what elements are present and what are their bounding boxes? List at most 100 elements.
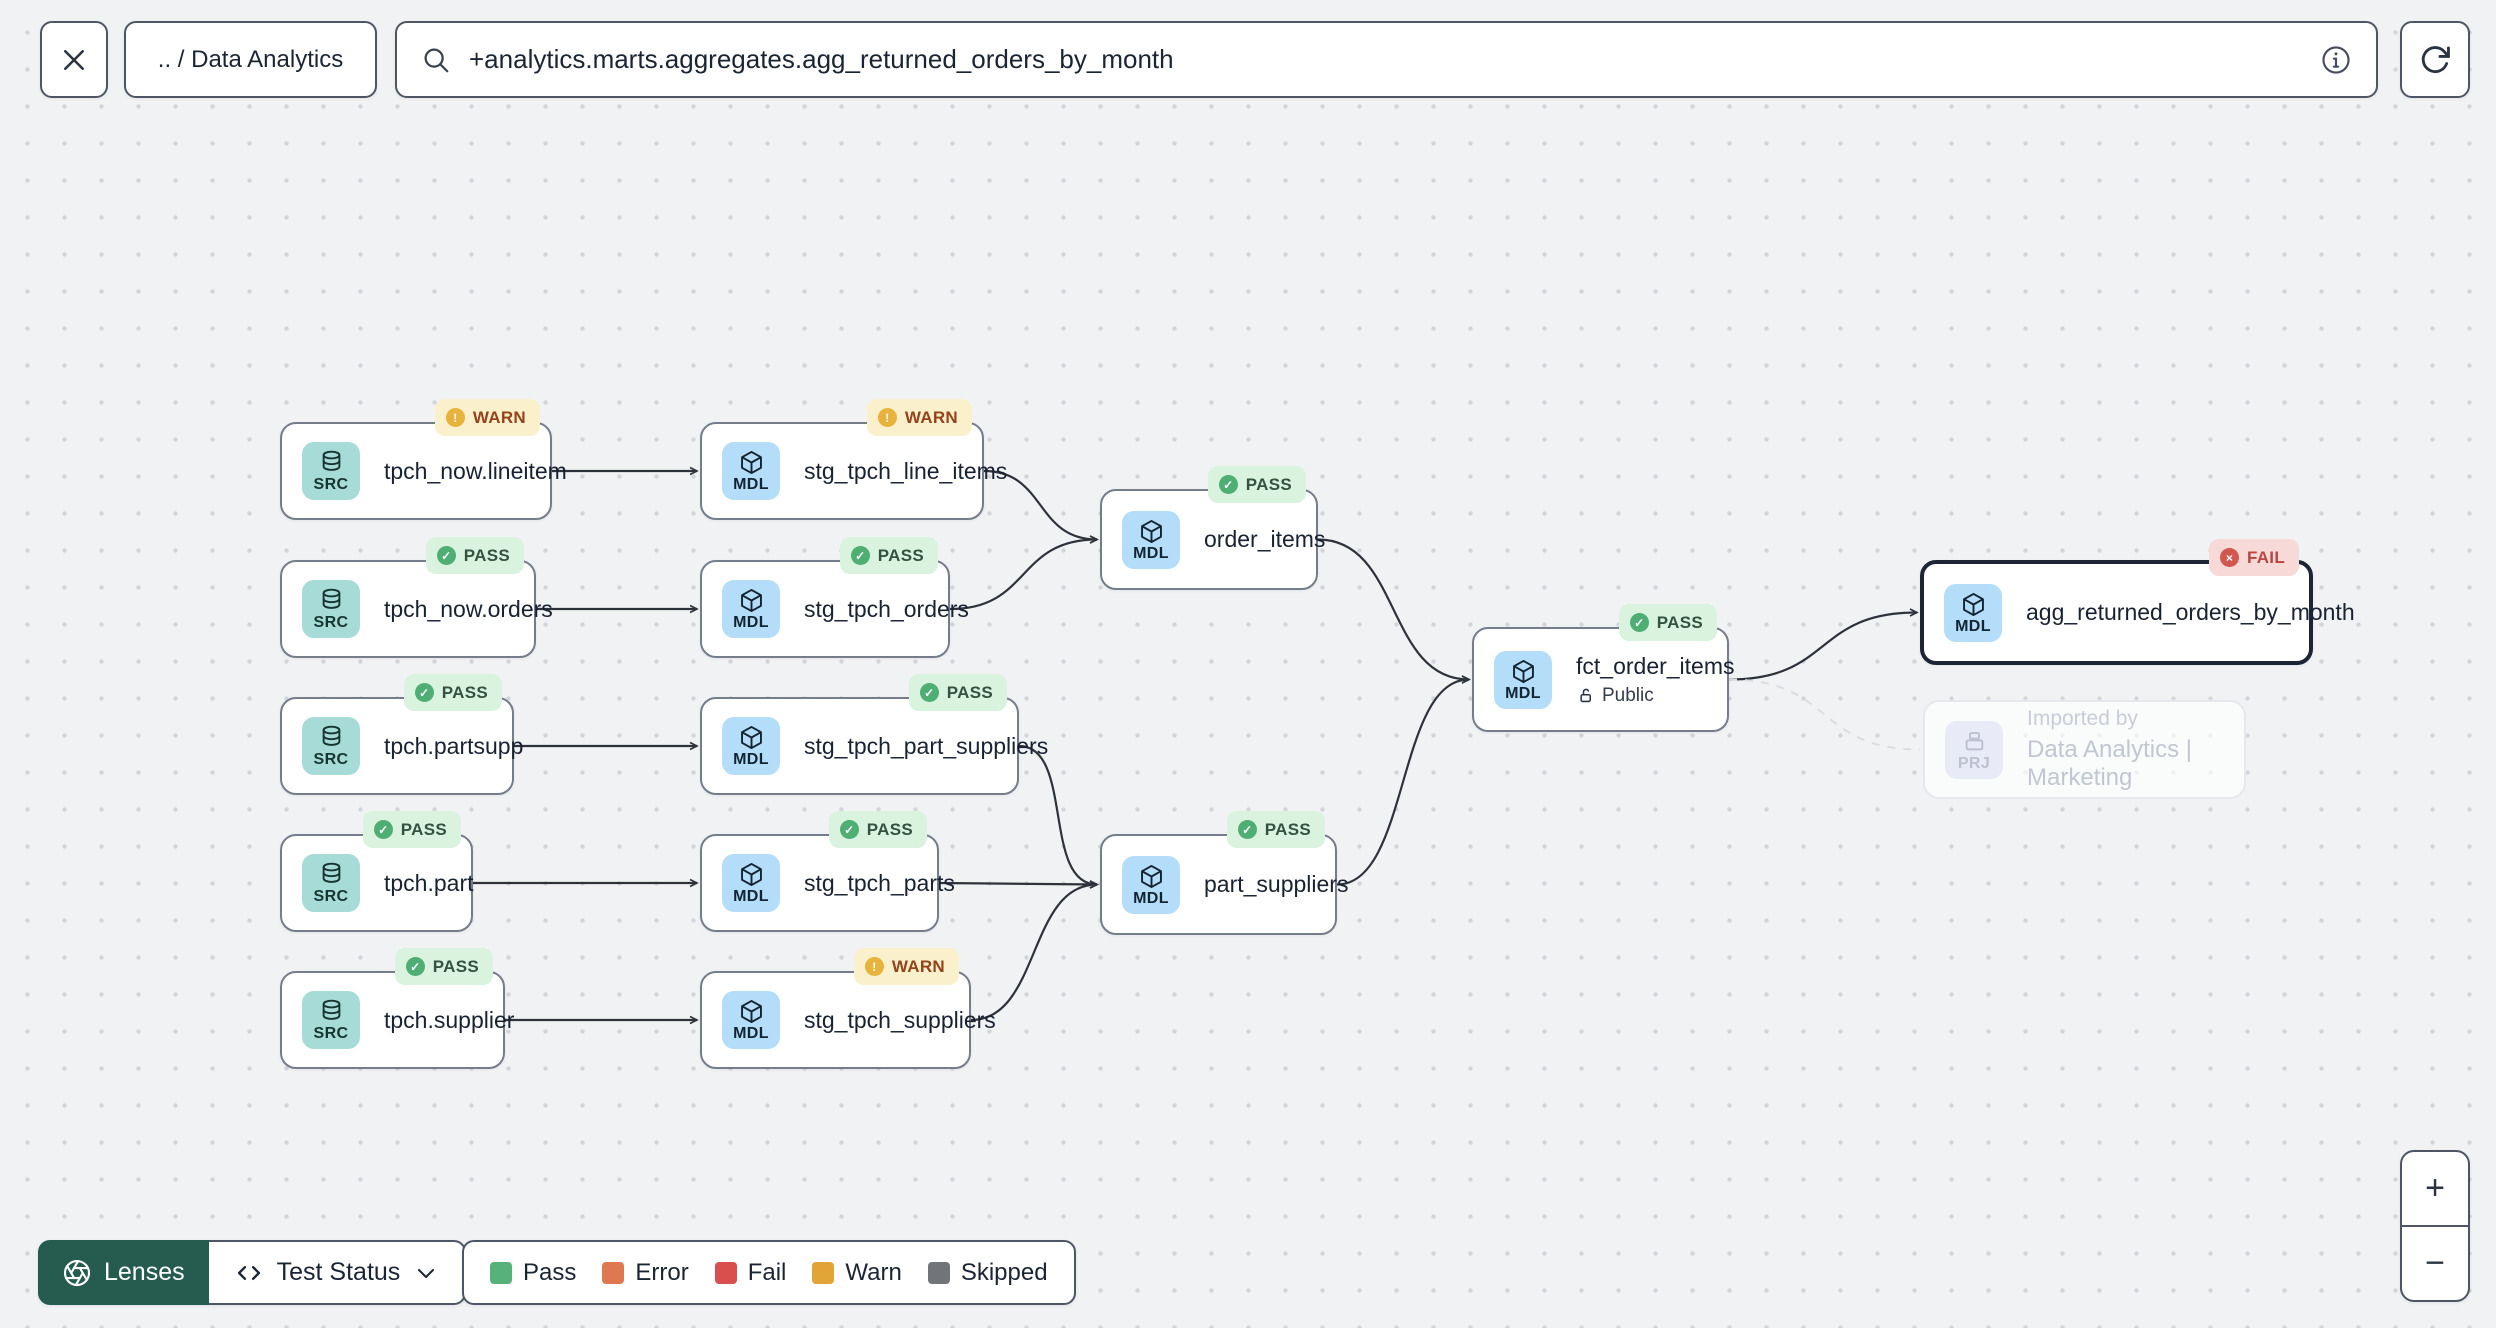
- status-badge-warn: !WARN: [853, 948, 959, 985]
- edge-part_suppliers-to-fct_order_items: [1336, 675, 1471, 886]
- edge-fct_order_items-to-agg_returned: [1728, 608, 1919, 681]
- lenses-button[interactable]: Lenses: [38, 1240, 209, 1305]
- chevron-down-icon: [414, 1261, 438, 1285]
- node-ghost-line: Data Analytics | Marketing: [2027, 736, 2192, 791]
- badge-warn-icon: !: [877, 408, 897, 427]
- legend-item-skipped: Skipped: [927, 1259, 1048, 1287]
- node-label: stg_tpch_parts: [804, 869, 955, 896]
- badge-pass-icon: ✓: [1218, 475, 1238, 494]
- mdl-type-icon: MDL: [722, 580, 780, 638]
- badge-label: WARN: [904, 407, 958, 427]
- node-part_suppliers[interactable]: ✓PASS MDL part_suppliers: [1100, 811, 1348, 935]
- badge-label: PASS: [946, 682, 993, 702]
- status-badge-pass: ✓PASS: [908, 674, 1007, 711]
- refresh-icon: [2418, 43, 2452, 77]
- node-imported_by[interactable]: PRJ Imported by Data Analytics | Marketing: [1923, 700, 2246, 799]
- legend-swatch-pass: [490, 1261, 512, 1284]
- node-stg_line_items[interactable]: ! WARN MDL stg_tpch_line_items: [700, 399, 1007, 520]
- status-badge-pass: ✓PASS: [1618, 604, 1717, 641]
- edge-fct_order_items-to-imported_by: [1728, 678, 1921, 751]
- legend-item-error: Error: [602, 1259, 689, 1287]
- node-label: agg_returned_orders_by_month: [2026, 599, 2355, 625]
- status-badge-warn: ! WARN: [434, 399, 540, 436]
- refresh-button[interactable]: [2400, 21, 2470, 98]
- lenses-group: Lenses Test Status: [38, 1240, 467, 1305]
- legend-item-warn: Warn: [812, 1259, 902, 1287]
- search-bar[interactable]: [395, 21, 2378, 98]
- node-label: tpch_now.lineitem: [384, 457, 567, 484]
- node-src_lineitem[interactable]: ! WARN SRC tpch_now.lineitem: [280, 399, 567, 520]
- close-button[interactable]: [40, 21, 108, 98]
- status-badge-pass: ✓PASS: [403, 674, 502, 711]
- badge-label: PASS: [1245, 474, 1292, 494]
- search-input[interactable]: [469, 44, 2320, 75]
- status-badge-pass: ✓PASS: [1226, 811, 1325, 848]
- badge-pass-icon: ✓: [414, 683, 434, 702]
- node-ghost-line: Imported by: [2027, 707, 2138, 730]
- search-icon: [421, 45, 451, 75]
- breadcrumb-button[interactable]: .. / Data Analytics: [124, 21, 377, 98]
- aperture-icon: [62, 1258, 92, 1288]
- open-lock-icon: [1576, 686, 1595, 705]
- mdl-type-icon: MDL: [1944, 583, 2002, 642]
- breadcrumb: .. / Data Analytics: [157, 45, 344, 73]
- status-badge-pass: ✓ PASS: [1207, 466, 1306, 503]
- badge-pass-icon: ✓: [850, 546, 870, 565]
- badge-warn-icon: !: [445, 408, 465, 427]
- badge-label: PASS: [400, 819, 447, 839]
- badge-label: WARN: [891, 956, 945, 976]
- badge-label: PASS: [463, 545, 510, 565]
- lenses-label: Lenses: [104, 1258, 185, 1286]
- code-icon: [235, 1259, 263, 1287]
- badge-pass-icon: ✓: [405, 957, 425, 976]
- prj-type-icon: PRJ: [1945, 720, 2003, 779]
- legend-swatch-skipped: [927, 1261, 950, 1284]
- info-icon[interactable]: [2320, 44, 2352, 76]
- src-type-icon: SRC: [302, 717, 360, 775]
- zoom-in-button[interactable]: +: [2402, 1152, 2468, 1227]
- edge-stg_suppliers-to-part_suppliers: [970, 880, 1099, 1022]
- legend-item-pass: Pass: [490, 1259, 576, 1287]
- status-badge-fail: ×FAIL: [2208, 539, 2299, 576]
- mdl-type-icon: MDL: [722, 442, 780, 500]
- src-type-icon: SRC: [302, 991, 360, 1049]
- badge-pass-icon: ✓: [373, 820, 393, 839]
- mdl-type-icon: MDL: [1494, 650, 1552, 709]
- mdl-type-icon: MDL: [1122, 510, 1180, 569]
- edge-stg_orders-to-order_items: [949, 535, 1099, 611]
- node-label: stg_tpch_line_items: [804, 457, 1008, 484]
- src-type-icon: SRC: [302, 442, 360, 500]
- badge-pass-icon: ✓: [1237, 820, 1257, 839]
- node-label: tpch_now.orders: [384, 595, 553, 622]
- legend-label: Pass: [523, 1258, 577, 1286]
- status-badge-pass: ✓PASS: [828, 811, 927, 848]
- zoom-out-button[interactable]: −: [2425, 1244, 2445, 1282]
- badge-label: PASS: [877, 545, 924, 565]
- node-label: stg_tpch_suppliers: [804, 1006, 996, 1033]
- node-label: part_suppliers: [1204, 871, 1349, 897]
- node-agg_returned[interactable]: ×FAIL MDL agg_returned_orders_by_month: [1920, 539, 2355, 665]
- mdl-type-icon: MDL: [1122, 855, 1180, 914]
- badge-label: WARN: [472, 407, 526, 427]
- badge-pass-icon: ✓: [839, 820, 859, 839]
- badge-label: PASS: [1656, 612, 1703, 632]
- status-badge-warn: ! WARN: [866, 399, 972, 436]
- badge-pass-icon: ✓: [436, 546, 456, 565]
- mdl-type-icon: MDL: [722, 717, 780, 775]
- lens-selector[interactable]: Test Status: [208, 1240, 467, 1305]
- edge-stg_parts-to-part_suppliers: [938, 880, 1099, 889]
- edge-stg_part_suppliers-to-part_suppliers: [1018, 744, 1099, 889]
